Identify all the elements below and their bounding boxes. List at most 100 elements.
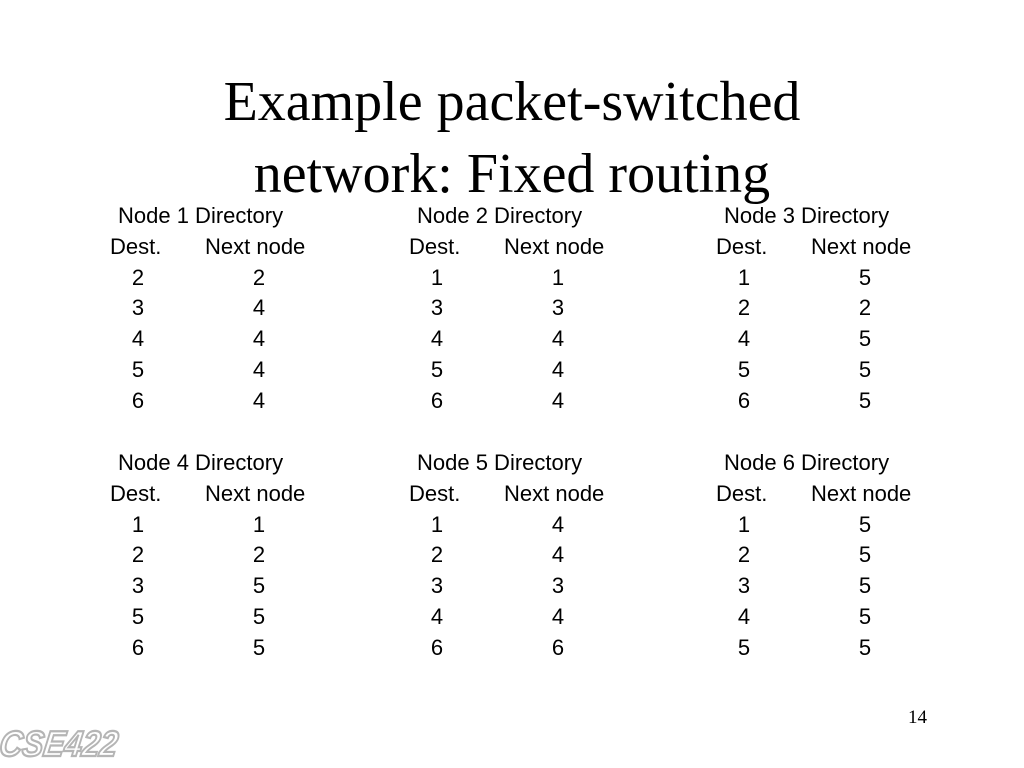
title-line: Example packet-switched <box>223 71 801 133</box>
next-node-cell: 5 <box>858 356 872 382</box>
next-node-cell: 4 <box>551 603 565 629</box>
dest-cell: 6 <box>131 387 145 413</box>
dest-cell: 4 <box>131 326 145 352</box>
dest-cell: 3 <box>131 573 145 599</box>
logo-text: CSE422 <box>0 723 121 764</box>
next-node-cell: 5 <box>252 603 266 629</box>
dest-cell: 4 <box>430 603 444 629</box>
directory-title: Node 4 Directory <box>118 450 284 475</box>
dest-cell: 1 <box>430 264 444 290</box>
slide-title: Example packet-switched network: Fixed r… <box>0 66 1024 210</box>
next-node-cell: 5 <box>858 542 872 568</box>
dest-cell: 6 <box>131 634 145 660</box>
next-node-column-header: Next node <box>811 480 912 506</box>
dest-cell: 3 <box>131 295 145 321</box>
next-node-cell: 5 <box>252 573 266 599</box>
next-node-cell: 2 <box>252 542 266 568</box>
dest-cell: 1 <box>737 511 751 537</box>
directory-header: Dest. Next node <box>409 479 639 510</box>
next-node-column-header: Next node <box>811 233 912 259</box>
next-node-cell: 3 <box>551 295 565 321</box>
dest-cell: 3 <box>430 295 444 321</box>
next-node-cell: 5 <box>858 511 872 537</box>
dest-cell: 1 <box>737 264 751 290</box>
dest-cell: 4 <box>430 326 444 352</box>
next-node-cell: 6 <box>551 634 565 660</box>
next-node-cell: 4 <box>252 295 266 321</box>
dest-cell: 2 <box>430 542 444 568</box>
dest-cell: 5 <box>131 356 145 382</box>
next-node-cell: 2 <box>252 264 266 290</box>
dest-cell: 6 <box>430 387 444 413</box>
next-node-cell: 4 <box>551 356 565 382</box>
title-line: network: Fixed routing <box>253 143 771 205</box>
dest-cell: 2 <box>737 295 751 321</box>
dest-cell: 6 <box>430 634 444 660</box>
directory-title: Node 5 Directory <box>417 450 583 475</box>
page-number: 14 <box>908 707 927 728</box>
next-node-cell: 4 <box>551 542 565 568</box>
next-node-cell: 5 <box>858 603 872 629</box>
directory-title: Node 3 Directory <box>724 203 890 228</box>
directory-title: Node 2 Directory <box>417 203 583 228</box>
next-node-cell: 5 <box>858 387 872 413</box>
dest-cell: 5 <box>737 634 751 660</box>
dest-cell: 5 <box>737 356 751 382</box>
next-node-column-header: Next node <box>205 480 306 506</box>
next-node-cell: 5 <box>252 634 266 660</box>
dest-column-header: Dest. <box>716 233 768 259</box>
next-node-cell: 4 <box>252 387 266 413</box>
next-node-column-header: Next node <box>205 233 306 259</box>
next-node-cell: 4 <box>252 356 266 382</box>
directory-header: Dest. Next node <box>409 232 639 263</box>
directory-header: Dest. Next node <box>716 479 946 510</box>
dest-cell: 3 <box>737 573 751 599</box>
next-node-column-header: Next node <box>504 480 605 506</box>
dest-cell: 5 <box>131 603 145 629</box>
next-node-cell: 4 <box>551 326 565 352</box>
next-node-cell: 3 <box>551 573 565 599</box>
dest-cell: 3 <box>430 573 444 599</box>
dest-column-header: Dest. <box>409 233 461 259</box>
directory-title: Node 6 Directory <box>724 450 890 475</box>
dest-column-header: Dest. <box>716 480 768 506</box>
next-node-cell: 4 <box>551 511 565 537</box>
next-node-cell: 5 <box>858 634 872 660</box>
dest-cell: 2 <box>131 264 145 290</box>
next-node-cell: 2 <box>858 295 872 321</box>
directory-header: Dest. Next node <box>110 232 340 263</box>
directory-title: Node 1 Directory <box>118 203 284 228</box>
directory-header: Dest. Next node <box>716 232 946 263</box>
